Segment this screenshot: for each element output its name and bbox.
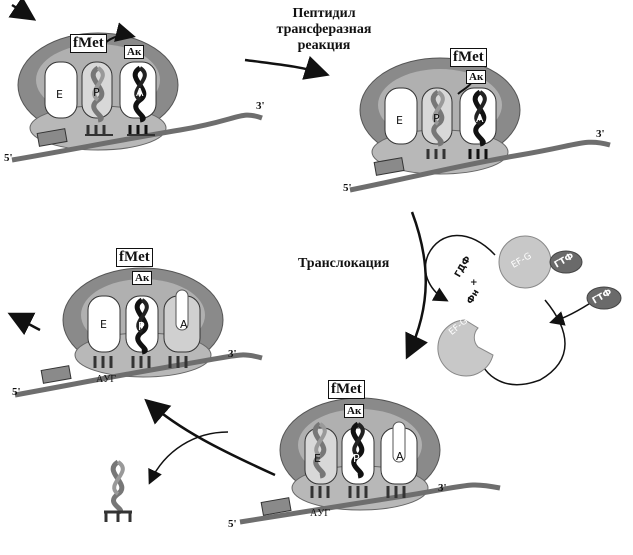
ef-g-gdp bbox=[498, 235, 583, 289]
site-p-label-3: P bbox=[138, 320, 145, 333]
incoming-arrow bbox=[8, 0, 37, 21]
site-e-label-2: E bbox=[396, 114, 403, 127]
aug-label-4: AУГ bbox=[310, 508, 331, 519]
site-e-label-4: E bbox=[314, 452, 321, 465]
fmet-label-1: fMet bbox=[70, 34, 107, 53]
site-p-label-1: P bbox=[93, 86, 100, 99]
site-a-slot bbox=[392, 421, 406, 463]
trna-release-arrow bbox=[148, 431, 229, 485]
translocation-label: Транслокация bbox=[298, 256, 390, 271]
five-prime-3: 5' bbox=[12, 386, 21, 398]
five-prime-2: 5' bbox=[343, 182, 352, 194]
continue-arrow-left bbox=[7, 312, 41, 336]
site-a-label-3: A bbox=[180, 318, 188, 331]
site-p-pocket bbox=[421, 87, 453, 145]
ak-label-2: Ак bbox=[466, 70, 487, 84]
trna-a-2 bbox=[468, 89, 488, 159]
three-prime-2: 3' bbox=[596, 128, 605, 140]
trna-p-1 bbox=[86, 65, 106, 135]
peptidyl-transfer-arrow bbox=[244, 56, 330, 80]
aug-label-3: AУГ bbox=[96, 374, 117, 385]
mrna-cap-1 bbox=[36, 128, 68, 147]
site-e-pocket bbox=[44, 61, 78, 119]
site-a-label-1: A bbox=[136, 86, 144, 99]
site-e-label-3: E bbox=[100, 318, 107, 331]
trna-e-4 bbox=[312, 421, 327, 479]
trna-p-4 bbox=[350, 421, 365, 479]
mrna-1 bbox=[11, 112, 263, 163]
three-prime-4: 3' bbox=[438, 482, 447, 494]
ef-g-free bbox=[437, 319, 494, 377]
released-trna bbox=[104, 459, 132, 522]
mrna-cap-3 bbox=[40, 365, 72, 384]
site-a-label-4: A bbox=[396, 450, 404, 463]
translocation-arrow bbox=[405, 211, 428, 360]
mrna-cap-2 bbox=[373, 157, 405, 176]
mrna-cap-4 bbox=[260, 497, 292, 516]
ef-g-cycle-loop bbox=[471, 299, 566, 386]
mrna-2 bbox=[349, 139, 611, 193]
fmet-label-4: fMet bbox=[328, 380, 365, 399]
next-cycle-arrow bbox=[144, 398, 276, 477]
site-e-pocket bbox=[384, 87, 418, 145]
three-prime-1: 3' bbox=[256, 100, 265, 112]
site-a-slot bbox=[175, 289, 189, 331]
site-e-label-1: E bbox=[56, 88, 63, 101]
peptidyl-transferase-label: Пептидил трансферазная реакция bbox=[276, 6, 372, 53]
ak-label-4: Ак bbox=[344, 404, 365, 418]
mrna-3 bbox=[14, 352, 263, 398]
fmet-label-3: fMet bbox=[116, 248, 153, 267]
trna-p-3 bbox=[134, 297, 149, 355]
five-prime-1: 5' bbox=[4, 152, 13, 164]
gtp-molecule bbox=[586, 286, 622, 310]
site-e-pocket bbox=[87, 295, 121, 353]
ef-g-gdp-arrow bbox=[424, 234, 496, 302]
codon-ticks-3 bbox=[93, 356, 188, 368]
ak-label-1: Ак bbox=[124, 45, 145, 59]
plus-label: + bbox=[470, 278, 478, 288]
three-prime-3: 3' bbox=[228, 348, 237, 360]
site-a-label-2: A bbox=[476, 112, 484, 125]
five-prime-4: 5' bbox=[228, 518, 237, 530]
fmet-label-2: fMet bbox=[450, 48, 487, 67]
site-p-label-2: P bbox=[433, 112, 440, 125]
trna-p-2 bbox=[426, 89, 446, 159]
ak-label-3: Ак bbox=[132, 271, 153, 285]
trna-a-1 bbox=[128, 65, 148, 135]
site-p-label-4: P bbox=[353, 452, 360, 465]
codon-ticks-4 bbox=[310, 486, 406, 498]
